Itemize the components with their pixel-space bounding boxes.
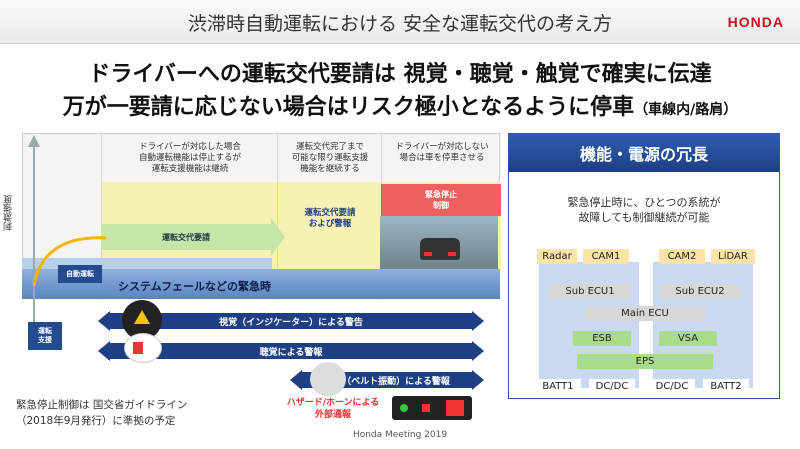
hazard-line-2: 外部通報 (314, 410, 351, 420)
visual-alert-label: 視覚（インジケーター）による警告 (219, 317, 363, 328)
right-system-lane (653, 262, 753, 388)
handover-request-bar: 運転交代要請 (101, 224, 271, 250)
note-line-1: 緊急停止制御は 国交省ガイドライン (16, 399, 188, 411)
hazard-line-1: ハザード/ホーンによる (286, 398, 380, 408)
seatbelt-icon (310, 362, 346, 396)
tail-light-right (448, 252, 456, 256)
audio-alert-label: 聴覚による警報 (259, 347, 323, 358)
y-axis-arrow (28, 135, 40, 330)
auto-driving-label: 自動運転 (58, 265, 102, 283)
main-ecu-chip: Main ECU (585, 306, 705, 321)
col1-line-3: 運転支援機能は継続 (151, 164, 229, 174)
footer: Honda Meeting 2019 (352, 430, 448, 440)
road-scene-image (380, 216, 498, 272)
speaker-body (133, 342, 143, 354)
panel-title: 機能・電源の冗長 (509, 134, 779, 172)
system-fail-label: システムフェールなどの緊急時 (118, 280, 272, 293)
emergency-stop-box: 緊急停止 制御 (381, 184, 501, 216)
col2-line-1: 運転交代完了まで (295, 142, 364, 152)
col2-line-3: 機能を継続する (300, 164, 360, 174)
col1-line-2: 自動運転機能は停止するが (138, 153, 241, 163)
column-driver-responded: ドライバーが対応した場合 自動運転機能は停止するが 運転支援機能は継続 (101, 134, 277, 300)
guideline-note: 緊急停止制御は 国交省ガイドライン （2018年9月発行）に準拠の予定 (16, 397, 187, 429)
emergency-stop-line-2: 制御 (433, 201, 449, 210)
panel-desc-line-2: 故障しても制御継続が可能 (578, 211, 710, 224)
col1-text: ドライバーが対応した場合 自動運転機能は停止するが 運転支援機能は継続 (102, 142, 278, 175)
headline-2-main: 万が一要請に応じない場合はリスク極小となるように停車 (62, 95, 635, 120)
hazard-indicator-icon (392, 396, 472, 420)
slide-title: 渋滞時自動運転における 安全な運転交代の考え方 (187, 13, 613, 35)
cam2-chip: CAM2 (659, 249, 705, 264)
col2-text: 運転交代完了まで 可能な限り運転支援 機能を継続する (278, 142, 382, 175)
hazard-horn-label: ハザード/ホーンによる 外部通報 (278, 397, 388, 421)
hazard-green-light (400, 404, 408, 412)
support-line-2: 支援 (38, 336, 52, 344)
hazard-triangle-light (446, 400, 464, 416)
headline-2-sub: （車線内/路肩） (634, 102, 738, 118)
request-bar-arrowhead (271, 218, 285, 256)
col1-line-1: ドライバーが対応した場合 (139, 142, 241, 152)
esb-chip: ESB (573, 331, 631, 346)
batt1-chip: BATT1 (535, 379, 581, 394)
tactile-alert-label: 触覚（ベルト振動）による警報 (324, 376, 450, 387)
radar-chip: Radar (537, 249, 577, 264)
col2-line-2: 可能な限り運転支援 (291, 153, 369, 163)
sub-ecu1-chip: Sub ECU1 (549, 284, 631, 299)
left-system-lane (539, 262, 639, 388)
car-silhouette (420, 238, 460, 260)
honda-logo: HONDA (727, 14, 784, 30)
request-warning: 運転交代要請 および警報 (278, 208, 382, 230)
note-line-2: （2018年9月発行）に準拠の予定 (16, 415, 176, 427)
panel-description: 緊急停止時に、ひとつの系統が 故障しても制御継続が可能 (509, 195, 779, 225)
redundancy-panel: 機能・電源の冗長 緊急停止時に、ひとつの系統が 故障しても制御継続が可能 Rad… (508, 133, 780, 399)
audio-alert-arrow: 聴覚による警報 (98, 341, 484, 361)
lidar-chip: LiDAR (711, 249, 755, 264)
headline-2: 万が一要請に応じない場合はリスク極小となるように停車（車線内/路肩） (0, 89, 800, 121)
col3-line-2: 場合は車を停車させる (399, 153, 485, 163)
driver-support-label: 運転 支援 (28, 322, 62, 350)
eps-chip: EPS (577, 354, 713, 369)
warning-triangle-icon (134, 310, 150, 324)
headline-1: ドライバーへの運転交代要請は 視覚・聴覚・触覚で確実に伝達 (88, 62, 712, 87)
col3-text: ドライバーが対応しない 場合は車を停車させる (382, 142, 502, 164)
support-line-1: 運転 (38, 327, 52, 335)
speaker-icon (124, 333, 162, 363)
curve-arrow (32, 236, 107, 287)
sub-ecu2-chip: Sub ECU2 (659, 284, 741, 299)
batt2-chip: BATT2 (703, 379, 749, 394)
vsa-chip: VSA (659, 331, 717, 346)
column-continue-support: 運転交代完了まで 可能な限り運転支援 機能を継続する 運転交代要請 および警報 (277, 134, 381, 300)
dcdc2-chip: DC/DC (649, 379, 695, 394)
title-bar: 渋滞時自動運転における 安全な運転交代の考え方 HONDA (0, 0, 800, 44)
request-warning-line-2: および警報 (308, 219, 352, 229)
y-axis-label: 刺激強度 (4, 195, 14, 231)
request-warning-line-1: 運転交代要請 (304, 208, 356, 218)
col3-line-1: ドライバーが対応しない (395, 142, 489, 152)
visual-alert-arrow: 視覚（インジケーター）による警告 (98, 311, 484, 331)
hazard-red-light (422, 404, 430, 412)
dcdc1-chip: DC/DC (589, 379, 635, 394)
tail-light-left (424, 252, 432, 256)
emergency-stop-line-1: 緊急停止 (425, 190, 457, 199)
panel-desc-line-1: 緊急停止時に、ひとつの系統が (567, 196, 721, 209)
cam1-chip: CAM1 (583, 249, 629, 264)
